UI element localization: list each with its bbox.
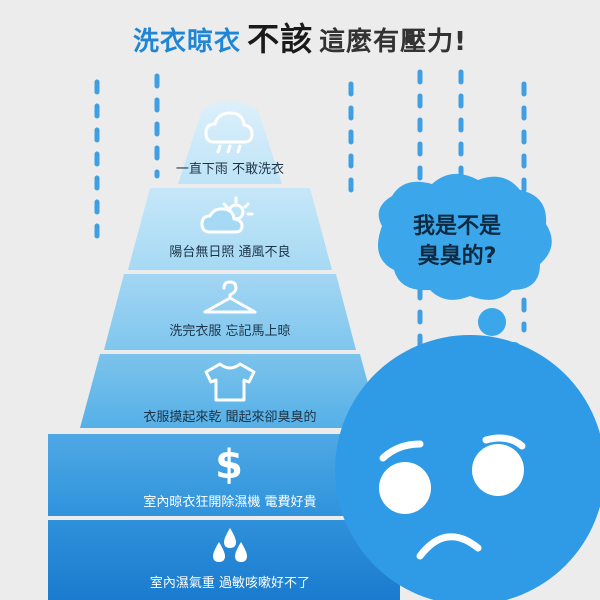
- bubble-text: 我是不是 臭臭的?: [372, 212, 542, 272]
- bubble-line-1: 我是不是: [412, 214, 501, 239]
- hanger-icon: [203, 280, 257, 314]
- tshirt-icon: [204, 362, 256, 402]
- tier-6-label: 室內濕氣重 過敏咳嗽好不了: [149, 576, 311, 591]
- tier-3-label: 洗完衣服 忘記馬上晾: [169, 324, 291, 339]
- bubble-line-2: 臭臭的?: [417, 244, 497, 269]
- tier-4-label: 衣服摸起來乾 聞起來卻臭臭的: [143, 410, 317, 425]
- tier-1-label: 一直下雨 不敢洗衣: [175, 162, 285, 177]
- water-drops-icon: [213, 528, 247, 562]
- tier-4: [80, 354, 380, 428]
- svg-text:$: $: [215, 442, 243, 488]
- title-part3: 這麼有壓力!: [319, 27, 467, 57]
- rain-cloud-icon: [204, 111, 254, 154]
- page-title: 洗衣晾衣不該這麼有壓力!: [0, 14, 600, 60]
- sad-face: [335, 335, 600, 600]
- tier-5: [48, 434, 400, 516]
- tier-2-label: 陽台無日照 通風不良: [169, 245, 291, 260]
- tier-5-label: 室內晾衣狂開除濕機 電費好貴: [143, 495, 317, 510]
- title-part2: 不該: [247, 20, 314, 58]
- dollar-icon: $: [215, 442, 243, 488]
- sun-cloud-icon: [200, 196, 254, 234]
- tier-6: [48, 520, 400, 600]
- title-part1: 洗衣晾衣: [133, 27, 242, 57]
